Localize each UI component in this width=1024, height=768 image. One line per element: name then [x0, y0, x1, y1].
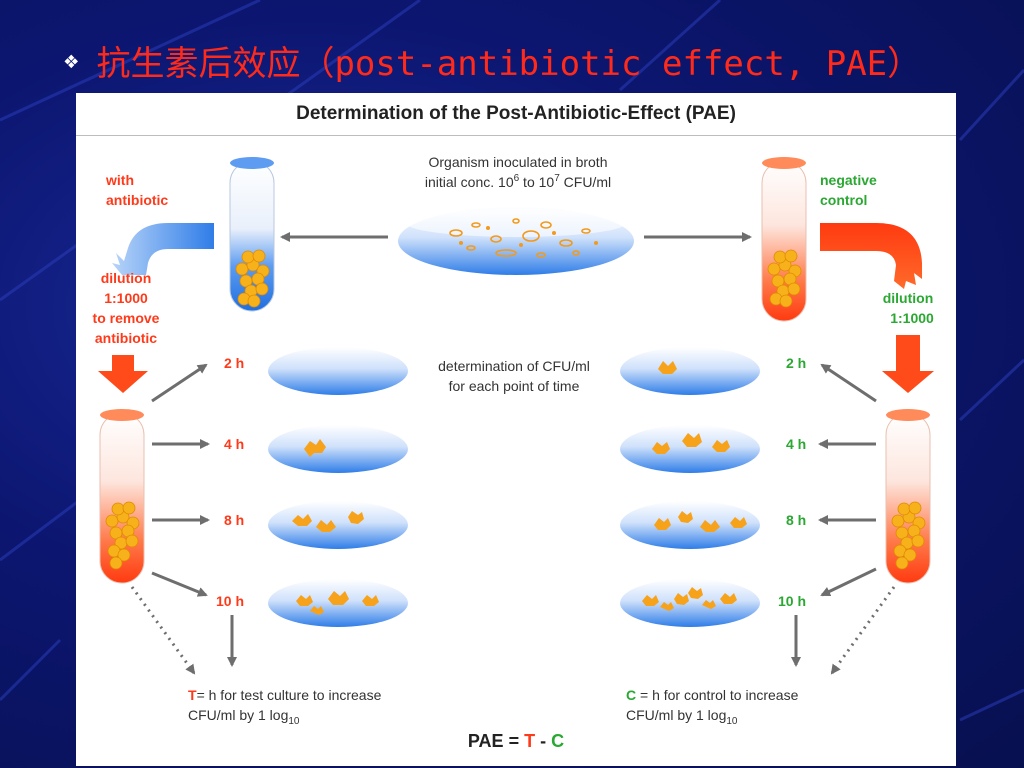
test-dish-4h	[268, 425, 408, 473]
slide-title-text: 抗生素后效应（post-antibiotic effect, PAE）	[96, 43, 922, 84]
test-dish-8h	[268, 501, 408, 549]
pae-formula: PAE = T - C	[468, 731, 564, 751]
c-definition-line2: CFU/ml by 1 log10	[626, 707, 738, 727]
pae-diagram: with antibiotic negative control	[93, 154, 934, 751]
test-culture-tube	[99, 409, 145, 584]
time-label-control-10h: 10 h	[778, 593, 806, 609]
dilution-right-label: dilution	[883, 290, 934, 306]
arrow-control-2h	[820, 363, 877, 403]
dilution-left-label: antibiotic	[95, 330, 157, 346]
inoculum-dish	[398, 207, 634, 275]
control-dish-2h	[620, 347, 760, 395]
diamond-bullet-icon: ❖	[64, 46, 79, 74]
dotted-arrow-test	[130, 586, 196, 675]
dilution-right-label: 1:1000	[890, 310, 934, 326]
red-down-arrow-right	[882, 335, 934, 393]
dilution-left-label: to remove	[93, 310, 160, 326]
determination-text: determination of CFU/ml	[438, 358, 590, 374]
time-label-control-8h: 8 h	[786, 512, 806, 528]
arrow-test-10h	[151, 571, 208, 597]
dilution-left-label: 1:1000	[104, 290, 148, 306]
control-culture-tube	[885, 409, 931, 584]
c-definition-line1: C = h for control to increase	[626, 687, 799, 703]
arrow-control-10h	[820, 567, 877, 597]
slide-title: ❖ 抗生素后效应（post-antibiotic effect, PAE）	[64, 34, 921, 86]
time-label-test-8h: 8 h	[224, 512, 244, 528]
dilution-left-label: dilution	[101, 270, 152, 286]
time-label-test-2h: 2 h	[224, 355, 244, 371]
control-flow-shape	[820, 223, 922, 289]
control-test-tube	[761, 157, 807, 322]
determination-text: for each point of time	[449, 378, 580, 394]
with-antibiotic-label: with	[105, 172, 134, 188]
time-label-test-4h: 4 h	[224, 436, 244, 452]
test-dish-10h	[268, 579, 408, 627]
red-down-arrow-left	[98, 355, 148, 393]
negative-control-label: control	[820, 192, 867, 208]
time-label-control-2h: 2 h	[786, 355, 806, 371]
antibiotic-flow-shape	[112, 223, 214, 275]
antibiotic-test-tube	[229, 157, 275, 312]
time-label-control-4h: 4 h	[786, 436, 806, 452]
with-antibiotic-label: antibiotic	[106, 192, 168, 208]
dotted-arrow-control	[830, 586, 896, 675]
pae-diagram-panel: Determination of the Post-Antibiotic-Eff…	[76, 93, 956, 766]
negative-control-label: negative	[820, 172, 877, 188]
test-dish-2h	[268, 347, 408, 395]
control-dish-10h	[620, 579, 760, 627]
control-dish-4h	[620, 425, 760, 473]
time-label-test-10h: 10 h	[216, 593, 244, 609]
organism-concentration-text: initial conc. 106 to 107 CFU/ml	[425, 173, 611, 190]
organism-text: Organism inoculated in broth	[429, 154, 608, 170]
arrow-test-2h	[151, 363, 208, 403]
control-dish-8h	[620, 501, 760, 549]
panel-title: Determination of the Post-Antibiotic-Eff…	[76, 93, 956, 136]
t-definition-line1: T= h for test culture to increase	[188, 687, 382, 703]
t-definition-line2: CFU/ml by 1 log10	[188, 707, 300, 727]
